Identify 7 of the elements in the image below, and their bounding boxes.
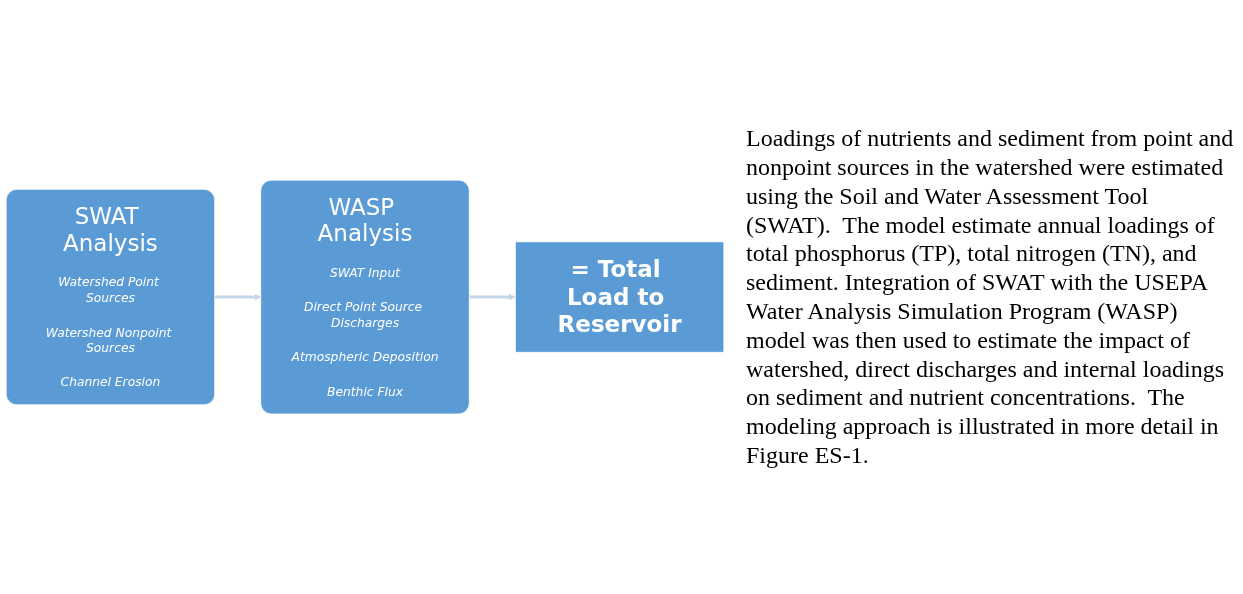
node-box	[260, 179, 470, 415]
node-box	[514, 241, 725, 353]
description-paragraph: Loadings of nutrients and sediment from point and nonpoint sources in the watershed were estimated using the Soil and Water Assessment Tool (SWAT). The model estimate annual loadings of total phosphorus (TP), total nitrogen (TN), and sediment. Integration of SWAT with the USEPA Water Analysis Simulation Program (WASP) model was then used to estimate the impact of watershed, direct discharges and internal loadings on sediment and nutrient concentrations. The modeling approach is illustrated in more detail in Figure ES-1.	[746, 124, 1235, 470]
flowchart: SWAT Analysis Watershed Point Sources Watershed Nonpoint Sources Channel Erosion WASP Analysis SWAT Input Direct Point Source Discharges Atmospheric Deposition Benthic Flux = Total Load to Reservoir	[0, 173, 730, 421]
node-box	[5, 188, 216, 406]
arrow	[214, 293, 261, 301]
arrow	[469, 293, 516, 301]
